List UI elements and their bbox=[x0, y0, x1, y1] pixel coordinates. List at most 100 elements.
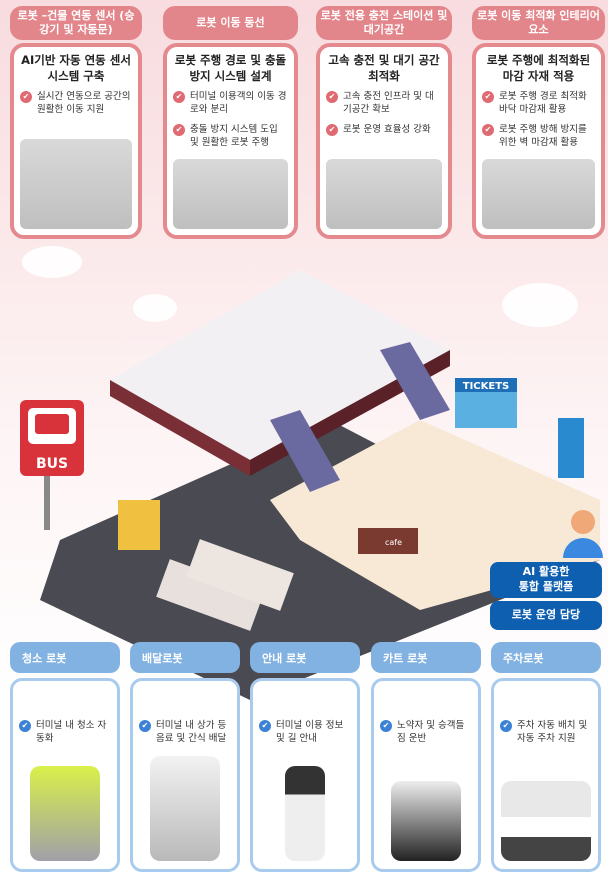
charging-photo bbox=[326, 159, 442, 229]
ai-platform-badge: AI 활용한 통합 플랫폼 bbox=[490, 562, 602, 598]
card-header: 로봇 이동 동선 bbox=[163, 6, 298, 40]
top-card-sensor: 로봇 –건물 연동 센서 (승강기 및 자동문) AI기반 자동 연동 센서 시… bbox=[10, 6, 142, 239]
card-body: ✔ 터미널 이용 정보 및 길 안내 bbox=[250, 678, 360, 872]
card-header: 로봇 전용 충전 스테이션 및 대기공간 bbox=[316, 6, 452, 40]
sensor-photo bbox=[20, 139, 132, 229]
card-title: 고속 충전 및 대기 공간 최적화 bbox=[328, 53, 440, 83]
check-icon: ✔ bbox=[482, 123, 494, 136]
card-bullet: 터미널 내 상가 등 음료 및 간식 배달 bbox=[156, 720, 227, 745]
card-bullet: 로봇 운영 효율성 강화 bbox=[343, 123, 431, 135]
card-header: 안내 로봇 bbox=[250, 642, 360, 673]
cloud-icon bbox=[502, 283, 578, 327]
card-header: 카트 로봇 bbox=[371, 642, 481, 673]
card-bullet-row: ✔ 주차 자동 배치 및 자동 주차 지원 bbox=[500, 719, 592, 746]
card-header: 로봇 이동 최적화 인테리어 요소 bbox=[472, 6, 605, 40]
card-bullet-row: ✔ 터미널 이용객의 이동 경로와 분리 bbox=[173, 90, 288, 117]
check-icon: ✔ bbox=[173, 91, 185, 104]
card-title: AI기반 자동 연동 센서 시스템 구축 bbox=[21, 53, 131, 83]
cart-robot-image bbox=[391, 781, 461, 861]
robot-operation-badge: 로봇 운영 담당 bbox=[490, 601, 602, 630]
card-bullet: 로봇 주행 경로 최적화 바닥 마감재 활용 bbox=[499, 91, 587, 116]
card-header: 청소 로봇 bbox=[10, 642, 120, 673]
parking-robot-image bbox=[501, 781, 591, 861]
card-body: ✔ 노약자 및 승객들 짐 운반 bbox=[371, 678, 481, 872]
card-bullet-row: ✔ 충돌 방지 시스템 도입 및 원활한 로봇 주행 bbox=[173, 123, 288, 150]
cafe-sign: cafe bbox=[385, 538, 402, 547]
card-bullet-row: ✔ 노약자 및 승객들 짐 운반 bbox=[380, 719, 472, 746]
card-bullet: 실시간 연동으로 공간의 원활한 이동 지원 bbox=[37, 91, 131, 116]
card-bullet-row: ✔ 터미널 이용 정보 및 길 안내 bbox=[259, 719, 351, 746]
card-bullet: 터미널 이용 정보 및 길 안내 bbox=[276, 720, 344, 745]
card-header: 주차로봇 bbox=[491, 642, 601, 673]
delivery-robot-image bbox=[150, 756, 220, 861]
card-bullet: 노약자 및 승객들 짐 운반 bbox=[397, 720, 465, 745]
robot-card-cleaning: 청소 로봇 ✔ 터미널 내 청소 자동화 bbox=[10, 642, 120, 872]
cloud-icon bbox=[22, 246, 82, 278]
escalator bbox=[380, 342, 450, 420]
card-bullet: 터미널 이용객의 이동 경로와 분리 bbox=[190, 91, 287, 116]
robot-card-cart: 카트 로봇 ✔ 노약자 및 승객들 짐 운반 bbox=[371, 642, 481, 872]
bus bbox=[156, 559, 264, 631]
person-icon bbox=[571, 510, 595, 534]
card-bullet-row: ✔ 로봇 주행 경로 최적화 바닥 마감재 활용 bbox=[482, 90, 595, 117]
interior-photo bbox=[482, 159, 595, 229]
ticket-booth-roof bbox=[455, 378, 517, 392]
card-body: ✔ 주차 자동 배치 및 자동 주차 지원 bbox=[491, 678, 601, 872]
check-icon: ✔ bbox=[19, 720, 31, 732]
top-card-route: 로봇 이동 동선 로봇 주행 경로 및 충돌 방지 시스템 설계 ✔ 터미널 이용… bbox=[163, 6, 298, 239]
guard-booth bbox=[118, 500, 160, 550]
bus-sign-text: BUS bbox=[36, 456, 68, 472]
card-bullet: 충돌 방지 시스템 도입 및 원활한 로봇 주행 bbox=[190, 123, 278, 148]
card-bullet: 주차 자동 배치 및 자동 주차 지원 bbox=[517, 720, 588, 745]
kiosk bbox=[558, 418, 584, 478]
top-card-charging: 로봇 전용 충전 스테이션 및 대기공간 고속 충전 및 대기 공간 최적화 ✔… bbox=[316, 6, 452, 239]
robot-card-parking: 주차로봇 ✔ 주차 자동 배치 및 자동 주차 지원 bbox=[491, 642, 601, 872]
card-title: 로봇 주행 경로 및 충돌 방지 시스템 설계 bbox=[174, 53, 287, 83]
card-bullet-row: ✔ 로봇 운영 효율성 강화 bbox=[326, 123, 442, 136]
robot-card-guide: 안내 로봇 ✔ 터미널 이용 정보 및 길 안내 bbox=[250, 642, 360, 872]
floor-edge bbox=[110, 380, 250, 476]
top-card-interior: 로봇 이동 최적화 인테리어 요소 로봇 주행에 최적화된 마감 자재 적용 ✔… bbox=[472, 6, 605, 239]
card-body: ✔ 터미널 내 상가 등 음료 및 간식 배달 bbox=[130, 678, 240, 872]
check-icon: ✔ bbox=[259, 720, 271, 732]
card-bullet: 터미널 내 청소 자동화 bbox=[36, 720, 107, 745]
card-bullet-row: ✔ 로봇 주행 방해 방지를 위한 벽 마감재 활용 bbox=[482, 123, 595, 150]
card-body: 로봇 주행에 최적화된 마감 자재 적용 ✔ 로봇 주행 경로 최적화 바닥 마감… bbox=[472, 43, 605, 239]
check-icon: ✔ bbox=[139, 720, 151, 732]
guide-robot-image bbox=[285, 766, 325, 861]
check-icon: ✔ bbox=[500, 720, 512, 732]
escalator bbox=[270, 410, 340, 492]
card-bullet-row: ✔ 실시간 연동으로 공간의 원활한 이동 지원 bbox=[20, 90, 132, 117]
bus-icon-window bbox=[35, 414, 69, 434]
cafe-counter bbox=[358, 528, 418, 554]
platform-line2: 통합 플랫폼 bbox=[518, 579, 574, 593]
check-icon: ✔ bbox=[173, 123, 185, 136]
card-header: 배달로봇 bbox=[130, 642, 240, 673]
card-title: 로봇 주행에 최적화된 마감 자재 적용 bbox=[486, 53, 591, 83]
check-icon: ✔ bbox=[20, 91, 32, 104]
check-icon: ✔ bbox=[482, 91, 494, 104]
card-header: 로봇 –건물 연동 센서 (승강기 및 자동문) bbox=[10, 6, 142, 40]
bus bbox=[186, 539, 294, 611]
card-bullet: 로봇 주행 방해 방지를 위한 벽 마감재 활용 bbox=[499, 123, 587, 148]
route-photo bbox=[173, 159, 288, 229]
card-body: AI기반 자동 연동 센서 시스템 구축 ✔ 실시간 연동으로 공간의 원활한 이… bbox=[10, 43, 142, 239]
bus-sign-pole bbox=[44, 470, 50, 530]
card-body: 고속 충전 및 대기 공간 최적화 ✔ 고속 충전 인프라 및 대기공간 확보 ✔… bbox=[316, 43, 452, 239]
check-icon: ✔ bbox=[326, 123, 338, 136]
second-floor bbox=[110, 270, 450, 460]
card-bullet-row: ✔ 터미널 내 청소 자동화 bbox=[19, 719, 111, 746]
card-bullet-row: ✔ 터미널 내 상가 등 음료 및 간식 배달 bbox=[139, 719, 231, 746]
terminal-illustration: TICKETS cafe BUS bbox=[20, 246, 603, 700]
cloud-icon bbox=[133, 294, 177, 322]
cleaning-robot-image bbox=[30, 766, 100, 861]
card-bullet: 고속 충전 인프라 및 대기공간 확보 bbox=[343, 91, 434, 116]
robot-card-delivery: 배달로봇 ✔ 터미널 내 상가 등 음료 및 간식 배달 bbox=[130, 642, 240, 872]
person-icon-body bbox=[563, 538, 603, 558]
card-body: ✔ 터미널 내 청소 자동화 bbox=[10, 678, 120, 872]
check-icon: ✔ bbox=[326, 91, 338, 104]
platform-line1: AI 활용한 bbox=[522, 565, 570, 578]
card-bullet-row: ✔ 고속 충전 인프라 및 대기공간 확보 bbox=[326, 90, 442, 117]
tickets-sign: TICKETS bbox=[463, 381, 509, 392]
check-icon: ✔ bbox=[380, 720, 392, 732]
